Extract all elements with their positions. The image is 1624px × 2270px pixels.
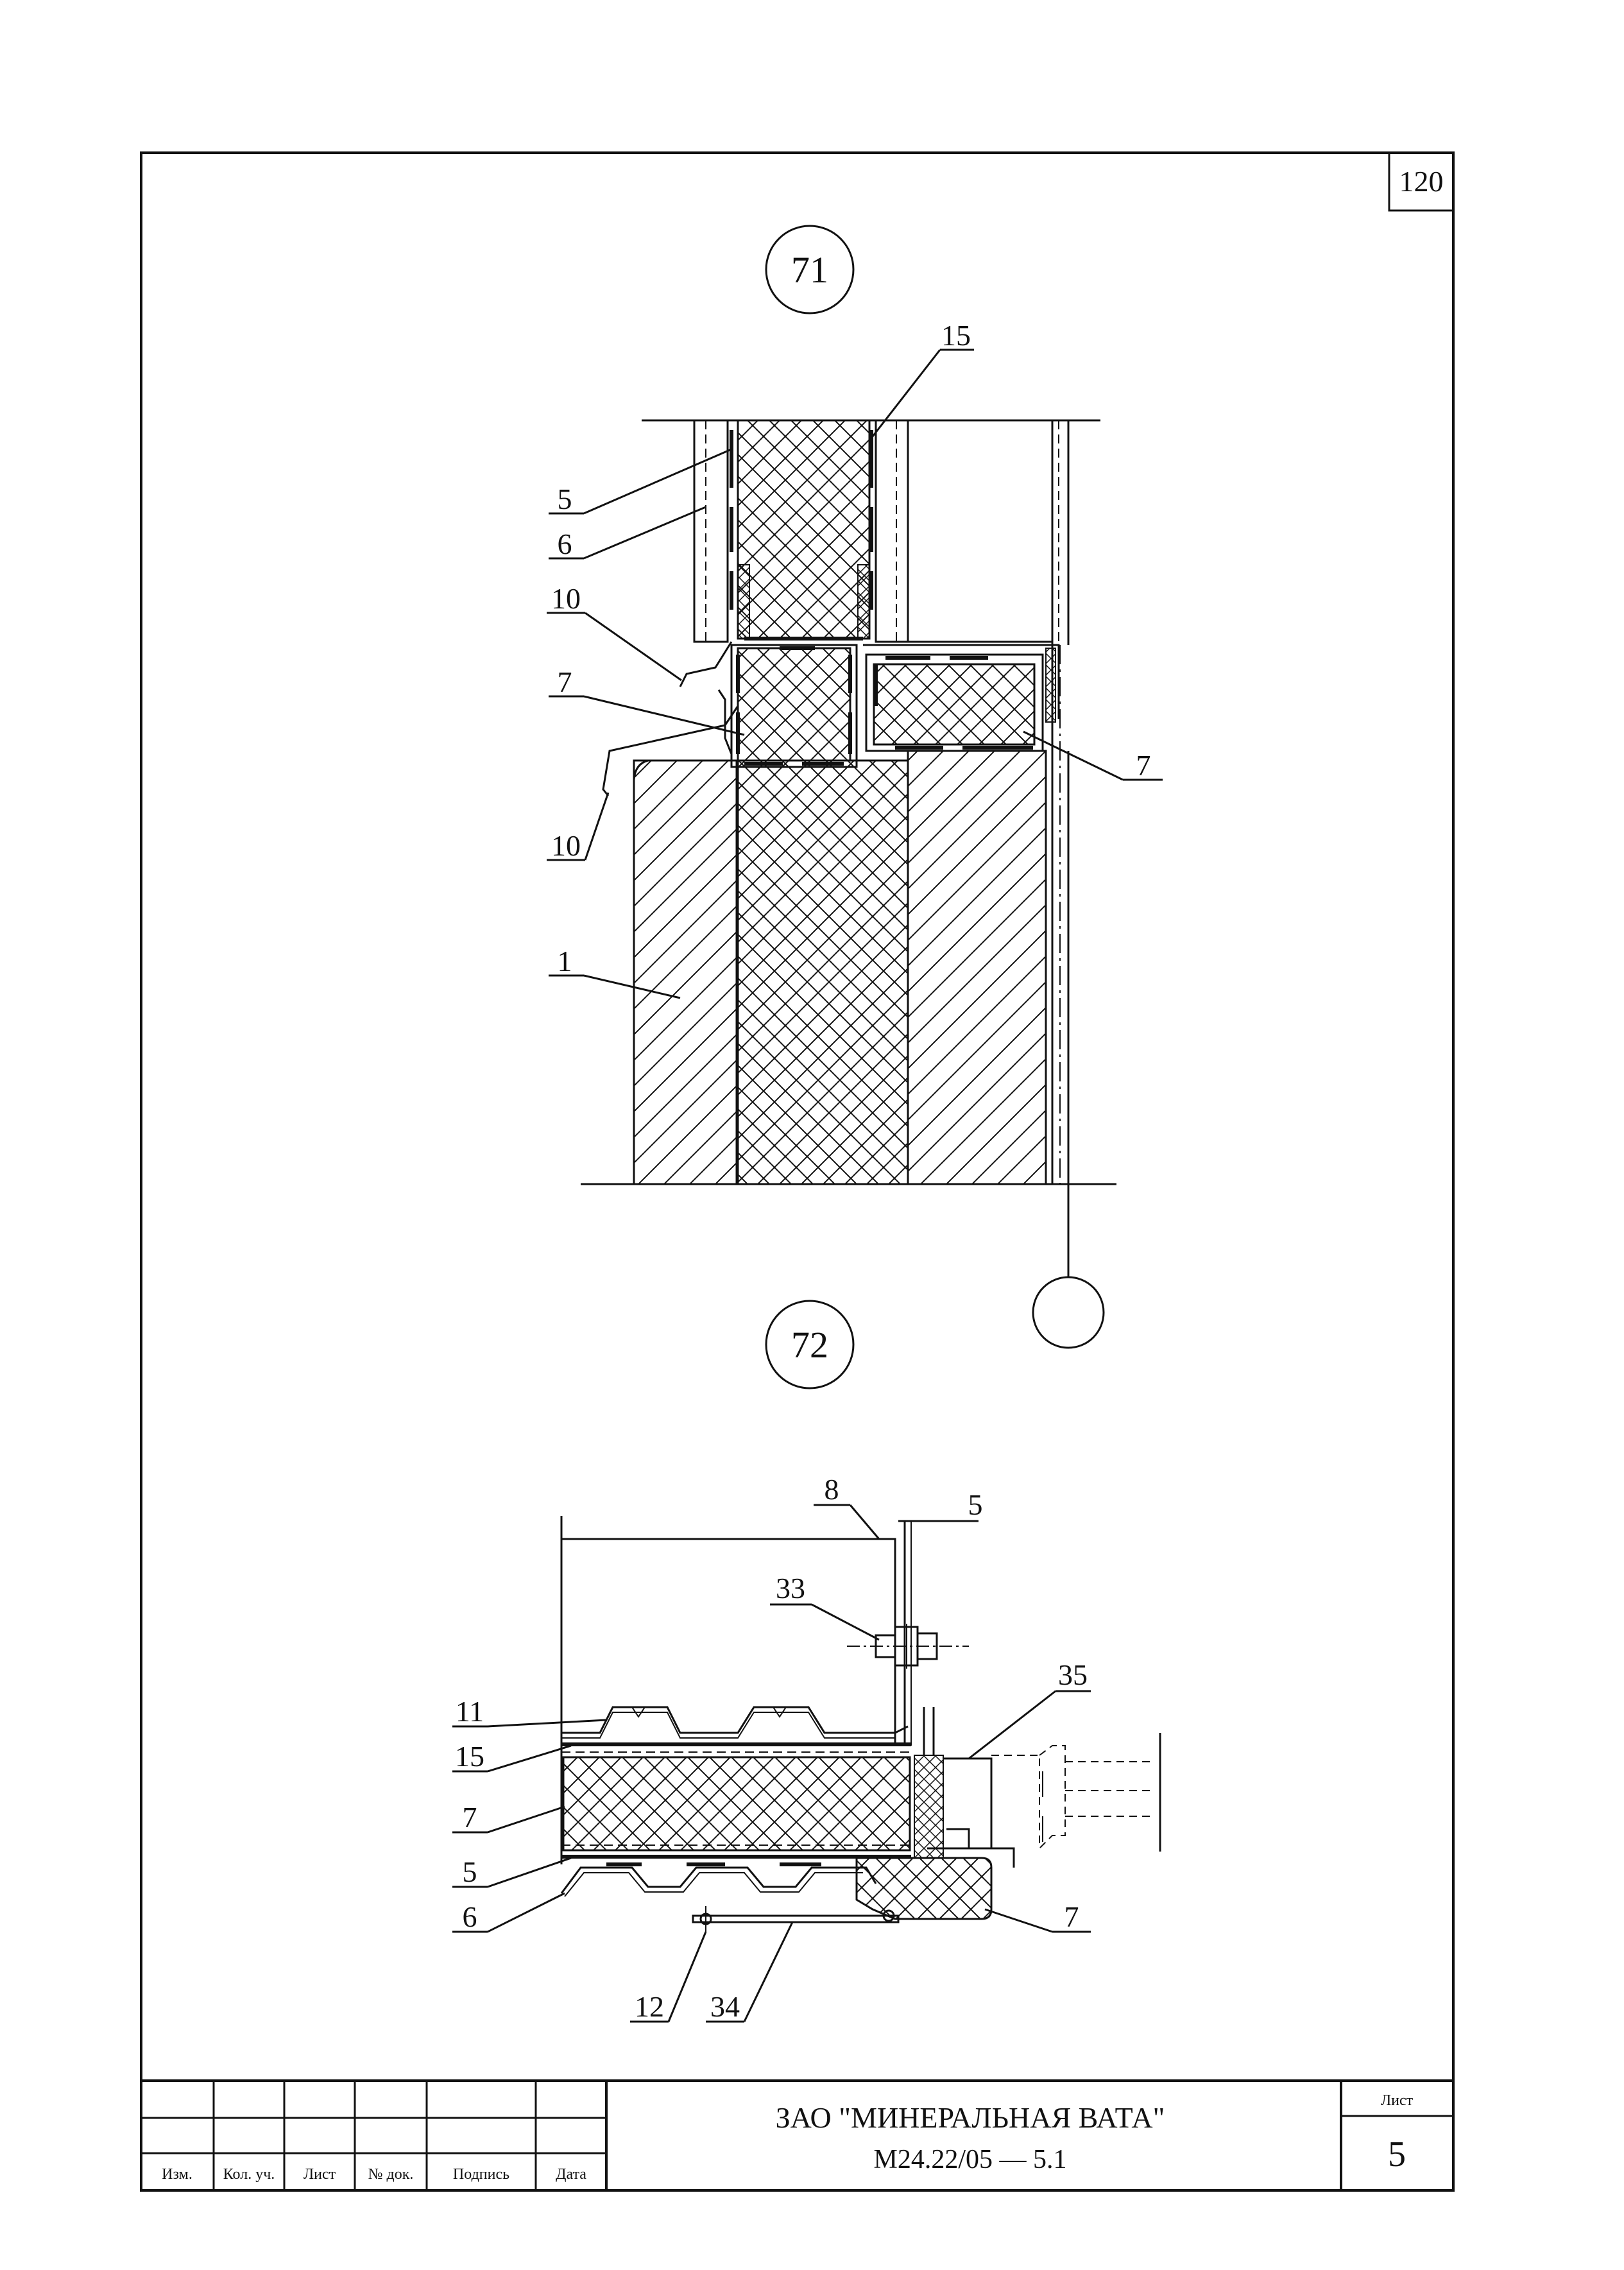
callout-8: 8 (825, 1473, 839, 1506)
upper-panel-insulation (737, 419, 871, 640)
callout-15-b: 15 (455, 1740, 484, 1773)
edge-insulation-block (855, 1857, 993, 1920)
col-podpis: Подпись (453, 2166, 509, 2183)
axis-marker-circle (1032, 1276, 1105, 1349)
corner-sheet-box (1388, 151, 1455, 212)
flashing-upper (679, 641, 733, 687)
sheet-value: 5 (1388, 2135, 1406, 2174)
sheet-frame (140, 151, 1455, 2192)
node-insulation-left (737, 647, 851, 762)
callout-10-lower: 10 (551, 829, 581, 862)
callout-7-left: 7 (558, 666, 572, 698)
callout-6: 6 (558, 528, 572, 560)
title-block: Изм. Кол. уч. Лист № док. Подпись Дата З… (141, 2079, 1453, 2190)
node-insulation-right (873, 663, 1036, 746)
callout-35: 35 (1058, 1658, 1088, 1691)
roof-insulation (562, 1756, 911, 1852)
upper-profiled-sheet (561, 1706, 895, 1734)
callout-5: 5 (558, 483, 572, 515)
lower-wall-insulation (737, 759, 909, 1185)
callout-7-right: 7 (1136, 749, 1151, 782)
callouts-72: 8 5 33 35 11 15 7 5 6 7 (452, 1473, 1091, 2023)
callouts-71: 15 5 6 10 7 10 1 7 (547, 319, 1163, 999)
detail-72: 72 (452, 1300, 1161, 2023)
callout-11: 11 (456, 1695, 484, 1728)
detail-bubble-71-number: 71 (791, 249, 828, 291)
detail-bubble-72 (765, 1300, 855, 1389)
callout-5-b: 5 (463, 1855, 477, 1888)
col-list: Лист (303, 2166, 336, 2183)
callout-33: 33 (776, 1572, 805, 1604)
callout-7-b: 7 (463, 1801, 477, 1834)
col-data: Дата (556, 2166, 586, 2183)
col-kol-uch: Кол. уч. (223, 2166, 275, 2183)
detail-bubble-72-number: 72 (791, 1324, 828, 1366)
corner-sheet-number: 120 (1399, 165, 1444, 198)
callout-7-c: 7 (1064, 1900, 1079, 1933)
company-name: ЗАО "МИНЕРАЛЬНАЯ ВАТА" (776, 2101, 1165, 2134)
callout-12: 12 (635, 1990, 664, 2023)
callout-15: 15 (941, 319, 971, 352)
col-izm: Изм. (162, 2166, 192, 2183)
detail-71: 71 (547, 225, 1163, 1349)
document-code: М24.22/05 — 5.1 (873, 2145, 1066, 2174)
lower-wall-right (907, 750, 1047, 1185)
detail-bubble-71 (765, 225, 855, 314)
lower-wall-left (633, 759, 738, 1185)
callout-34: 34 (710, 1990, 740, 2023)
lower-profiled-sheet (560, 1866, 877, 1894)
sheet-label: Лист (1381, 2092, 1414, 2109)
callout-6-b: 6 (463, 1900, 477, 1933)
callout-10-upper: 10 (551, 582, 581, 615)
flashing-lower (602, 705, 739, 796)
callout-5-top: 5 (968, 1488, 983, 1521)
col-n-dok: № док. (368, 2166, 414, 2183)
callout-1: 1 (558, 945, 572, 977)
